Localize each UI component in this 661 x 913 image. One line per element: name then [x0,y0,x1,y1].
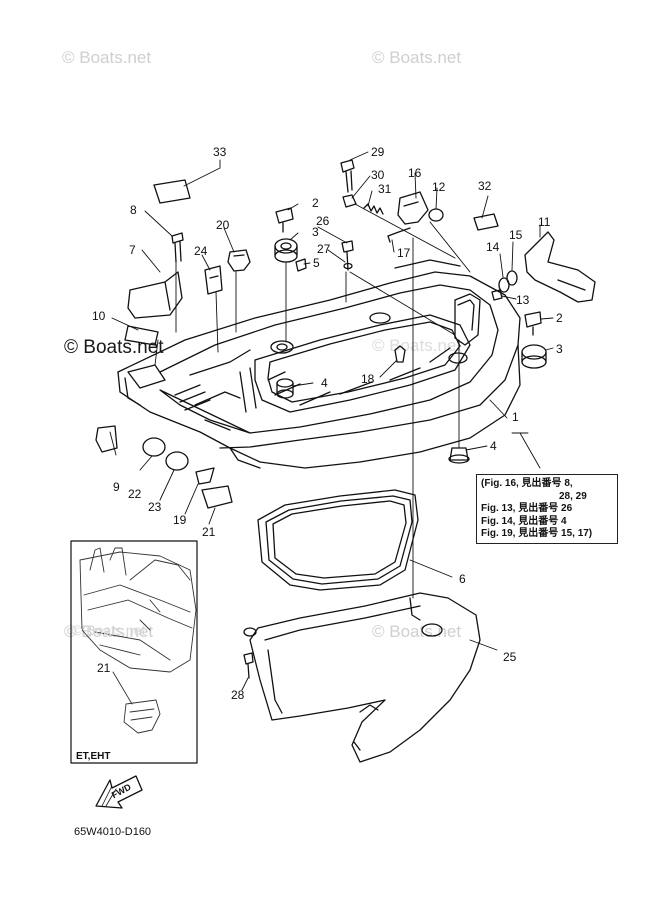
part-2-bolt [275,207,294,233]
part-32-plate [473,213,499,231]
part-31-spring [363,203,384,215]
reference-line-1: (Fig. 16, 見出番号 8, [481,478,573,489]
callout-3-top: 3 [312,225,319,239]
callout-12: 12 [432,180,446,194]
watermark-inset: © Boats.net [72,622,146,638]
watermark-top-right: © Boats.net [372,48,462,67]
callout-22: 22 [128,487,142,501]
part-24-clip [204,265,223,295]
callout-29: 29 [371,145,385,159]
callout-24: 24 [194,244,208,258]
watermark-lower-left: © Boats.net [64,622,154,641]
part-12-bushing [428,208,444,222]
callout-14: 14 [486,240,500,254]
part-2b-bolt [524,311,542,336]
callout-15: 15 [509,228,523,242]
callout-3-right: 3 [556,342,563,356]
callout-16: 16 [408,166,422,180]
watermark-top-left: © Boats.net [62,48,152,67]
callout-21-main: 21 [202,525,216,539]
part-17-pin [387,227,411,243]
part-10-plate [124,325,159,346]
reference-line-3: Fig. 13, 見出番号 26 [481,503,573,514]
callout-20: 20 [216,218,230,232]
part-3-grommet [274,238,298,254]
callout-30: 30 [371,168,385,182]
seal-gasket [257,489,419,591]
part-22-plug [142,437,166,457]
callout-5: 5 [313,256,320,270]
reference-line-4: Fig. 14, 見出番号 4 [481,515,567,527]
part-21-grommet [201,485,233,509]
callout-17: 17 [397,246,411,260]
part-15-oring [506,270,518,286]
part-20-grommet [227,249,251,272]
callout-31: 31 [378,182,392,196]
callout-21-inset: 21 [97,661,111,675]
bottom-cowling [117,259,521,469]
callout-8: 8 [130,203,137,217]
callout-28: 28 [231,688,245,702]
part-16-latch [397,191,429,225]
callout-6: 6 [459,572,466,586]
inset-frame [70,540,198,764]
callout-27: 27 [317,242,331,256]
callout-25: 25 [503,650,517,664]
watermark-lower-right: © Boats.net [372,622,462,641]
inset-drawing [79,547,197,734]
callout-4-right: 4 [490,439,497,453]
callout-10: 10 [92,309,106,323]
part-23-plug [165,451,189,471]
part-19-clip [195,467,215,485]
callout-19: 19 [173,513,187,527]
callout-32: 32 [478,179,492,193]
reference-line-2: 28, 29 [559,490,587,502]
callout-33: 33 [213,145,227,159]
part-28-screw [243,652,254,679]
callout-18: 18 [361,372,375,386]
part-14-oring [498,277,510,293]
callout-4-mid: 4 [321,376,328,390]
callout-2-right: 2 [556,311,563,325]
part-8-bolt [171,232,184,263]
part-33-plate [153,179,191,204]
callout-13: 13 [516,293,530,307]
part-5-screw [295,258,307,272]
part-29-bolt [340,159,355,193]
callout-9: 9 [113,480,120,494]
under-cover [243,592,481,763]
part-7-bracket [127,271,183,319]
watermark-middle-faint: © Boats.net [372,336,462,355]
callout-26: 26 [316,214,330,228]
reference-line-5: Fig. 19, 見出番号 15, 17) [481,528,593,539]
callout-11: 11 [538,215,551,229]
part-11-handle [524,231,596,303]
callout-23: 23 [148,500,162,514]
part-30-nut [342,194,357,208]
callout-2-top: 2 [312,196,319,210]
figure-reference-box: (Fig. 16, 見出番号 8, 28, 29 Fig. 13, 見出番号 2… [476,474,618,544]
callout-7: 7 [129,243,136,257]
part-3b-grommet [521,344,547,360]
callout-1: 1 [512,410,519,424]
drawing-code: 65W4010-D160 [74,826,152,838]
fwd-arrow [95,775,143,809]
part-27-washer [343,262,353,270]
part-4b-sleeve [449,447,469,461]
part-13-nut [491,289,503,301]
inset-variant-label: ET,EHT [76,751,111,762]
part-9-clip [95,425,118,453]
part-26-bolt [341,240,354,271]
